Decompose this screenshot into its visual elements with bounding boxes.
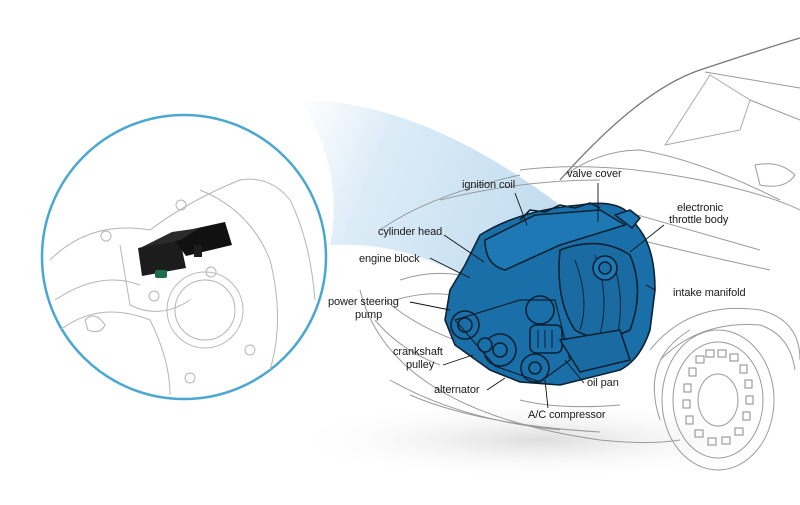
label-cylinder-head: cylinder head bbox=[378, 226, 443, 238]
map-sensor bbox=[138, 222, 232, 278]
label-power-steering-pump: power steering bbox=[328, 296, 399, 308]
leader-lines bbox=[409, 183, 665, 409]
label-crankshaft-pulley-line2: pulley bbox=[406, 359, 435, 371]
engine-assembly bbox=[444, 202, 656, 386]
label-ignition-coil: ignition coil bbox=[462, 179, 516, 191]
label-power-steering-pump-line2: pump bbox=[355, 309, 383, 321]
label-oil-pan: oil pan bbox=[587, 377, 619, 389]
throttle-housing-outline bbox=[49, 178, 316, 396]
label-crankshaft-pulley: crankshaft bbox=[393, 346, 443, 358]
car-shadow bbox=[280, 400, 800, 480]
label-engine-block: engine block bbox=[359, 253, 420, 265]
label-intake-manifold: intake manifold bbox=[673, 287, 746, 299]
label-alternator: alternator bbox=[434, 384, 480, 396]
sensor-callout bbox=[40, 113, 328, 401]
front-wheel bbox=[661, 329, 775, 471]
label-ac-compressor: A/C compressor bbox=[528, 409, 606, 421]
label-electronic-throttle-body-line2: throttle body bbox=[669, 214, 729, 226]
label-valve-cover: valve cover bbox=[567, 168, 622, 180]
label-electronic-throttle-body: electronic bbox=[677, 202, 724, 214]
car-outline bbox=[359, 37, 800, 443]
